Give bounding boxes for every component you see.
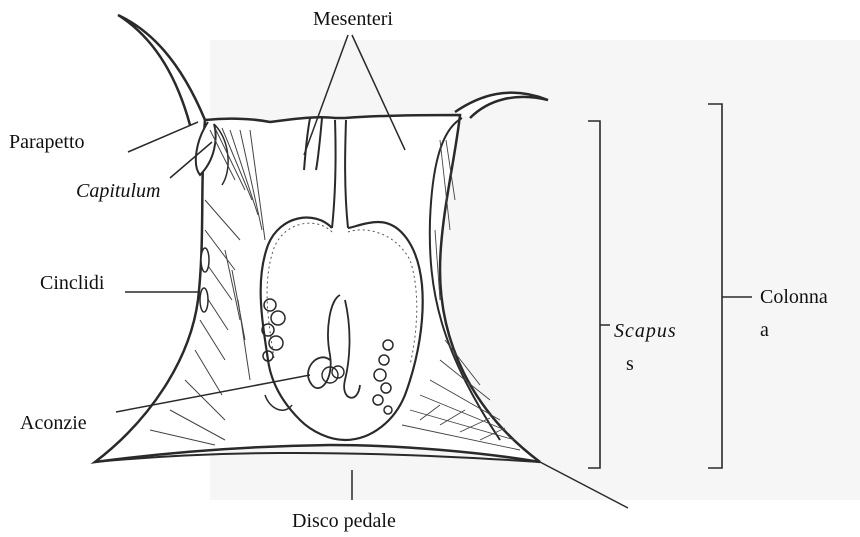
label-scapus-line2: s	[626, 353, 634, 375]
label-colonna-line2: a	[760, 319, 769, 341]
label-scapus: Scapus	[614, 320, 677, 342]
label-cinclidi: Cinclidi	[40, 272, 104, 294]
label-disco-pedale: Disco pedale	[292, 510, 396, 532]
parapetto-leader	[128, 122, 198, 152]
label-mesenteri: Mesenteri	[313, 8, 393, 30]
label-parapetto: Parapetto	[9, 131, 85, 153]
left-tentacle	[118, 15, 205, 125]
label-aconzie: Aconzie	[20, 412, 87, 434]
label-capitulum: Capitulum	[76, 180, 160, 202]
label-colonna: Colonna	[760, 286, 828, 308]
